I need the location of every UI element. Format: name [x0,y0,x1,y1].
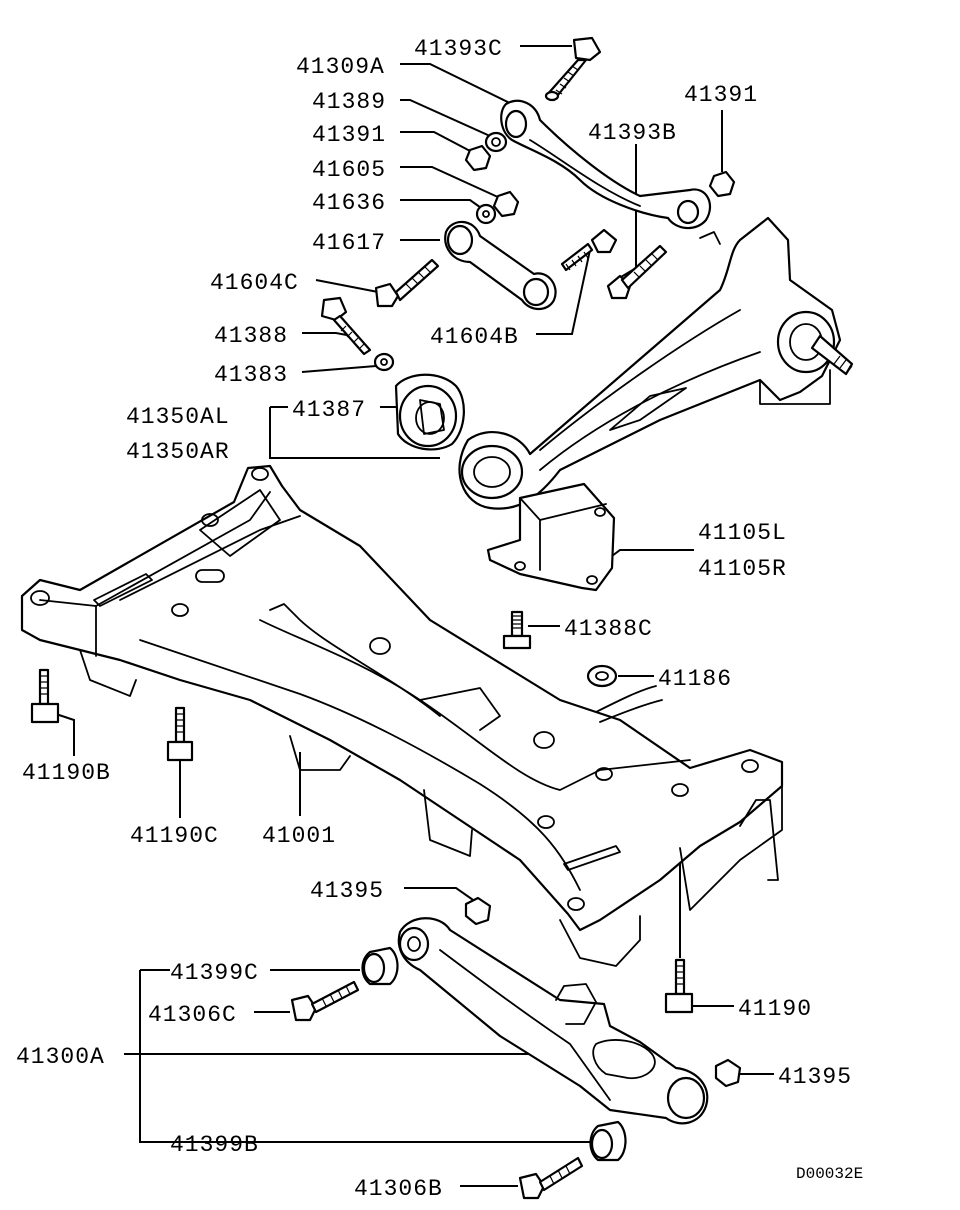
label-41393C: 41393C [414,36,503,62]
label-41388C: 41388C [564,616,653,642]
upper-arm-41309A [500,99,712,230]
label-41383: 41383 [214,362,288,388]
label-41190C: 41190C [130,823,219,849]
bolt-41306B [518,1156,584,1200]
label-41389: 41389 [312,89,386,115]
label-41186: 41186 [658,666,732,692]
crossmember-41001 [20,464,784,967]
label-41391-left: 41391 [312,122,386,148]
bolts-upper [320,228,668,372]
bolt-41190B [30,668,60,724]
leader-lines [55,45,774,1187]
label-41605: 41605 [312,157,386,183]
label-41350AR: 41350AR [126,439,230,465]
trailing-arm-41350 [458,216,854,510]
label-41300A: 41300A [16,1044,105,1070]
label-41395-upper: 41395 [310,878,384,904]
lower-arm-41300A [397,917,709,1125]
bolt-41190C [166,706,194,762]
upper-arm-hardware [464,36,736,225]
bolt-41190 [664,958,694,1014]
bolt-41306C [290,980,360,1022]
label-41393B: 41393B [588,120,677,146]
nut-41395-lower [714,1058,742,1088]
label-41387: 41387 [292,397,366,423]
bushing-41399C [361,946,399,986]
toe-link-41617 [444,220,557,311]
label-41190B: 41190B [22,760,111,786]
label-41001: 41001 [262,823,336,849]
label-41636: 41636 [312,190,386,216]
label-41306C: 41306C [148,1002,237,1028]
part-labels: 41393C 41309A 41389 41391 41391 41605 41… [16,36,863,1202]
label-41350AL: 41350AL [126,404,230,430]
label-41309A: 41309A [296,54,385,80]
label-41105L: 41105L [698,520,787,546]
label-41399B: 41399B [170,1132,259,1158]
bushing-41387 [394,373,465,451]
label-41395-lower: 41395 [778,1064,852,1090]
label-41604B: 41604B [430,324,519,350]
label-41617: 41617 [312,230,386,256]
washer-41186 [586,664,618,688]
bolt-41388C [502,610,532,650]
label-41604C: 41604C [210,270,299,296]
nut-41395-upper [464,896,492,926]
label-41388: 41388 [214,323,288,349]
label-41391-right: 41391 [684,82,758,108]
bracket-41105 [486,482,616,592]
drawing-code: D00032E [796,1165,863,1183]
label-41105R: 41105R [698,556,787,582]
label-41190: 41190 [738,996,812,1022]
bushing-41399B [589,1120,627,1162]
label-41399C: 41399C [170,960,259,986]
label-41306B: 41306B [354,1176,443,1202]
